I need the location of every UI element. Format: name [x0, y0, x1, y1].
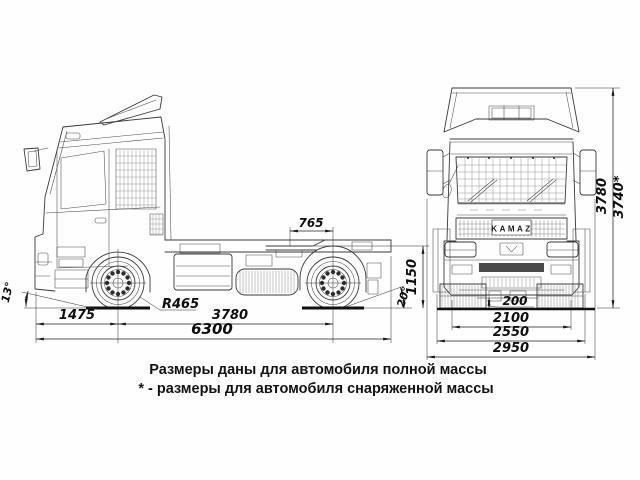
dim-wheelbase: 3780: [212, 308, 248, 323]
dim-overall-width: 2950: [493, 341, 529, 356]
dim-overall-height-curb: 3740*: [612, 175, 627, 218]
grille-plate: [491, 219, 532, 236]
right-mirror-front: [572, 149, 597, 196]
dim-overall-length: 6300: [191, 320, 233, 338]
dim-departure-angle: 20°: [394, 285, 413, 309]
cab-front: KAMAZ: [432, 138, 591, 296]
grille-brand-text: KAMAZ: [491, 225, 532, 234]
dim-wheel-radius: R465: [162, 297, 199, 312]
truck-front-view: KAMAZ: [426, 87, 597, 311]
left-mirror-front: [426, 149, 451, 196]
dim-fifth-wheel-height: 1150: [405, 259, 420, 295]
dim-ground-clearance: 200: [502, 294, 527, 308]
dim-overall-height-full: 3780: [595, 178, 610, 214]
roof-spoiler-side: [99, 94, 163, 126]
dimension-annotations-front: 3780 3740* 200 2100 2550 2950: [426, 87, 627, 360]
note-line-2: * - размеры для автомобиля снаряженной м…: [138, 381, 493, 397]
kerb-mirror: [442, 165, 459, 199]
notes: Размеры даны для автомобиля полной массы…: [138, 362, 493, 397]
dim-approach-angle: 13°: [0, 281, 16, 304]
truck-side-view: [23, 94, 412, 310]
roof-spoiler-front: [443, 87, 580, 133]
dimension-annotations-side: 1475 3780 6300 R465 765 1150 13° 20°: [0, 216, 429, 343]
dim-body-width: 2550: [493, 325, 529, 340]
dim-fifth-wheel-offset: 765: [298, 216, 323, 230]
note-line-1: Размеры даны для автомобиля полной массы: [149, 362, 486, 378]
dim-front-overhang: 1475: [59, 308, 95, 323]
chassis-side: [85, 125, 392, 296]
dim-front-track: 2100: [493, 311, 529, 326]
